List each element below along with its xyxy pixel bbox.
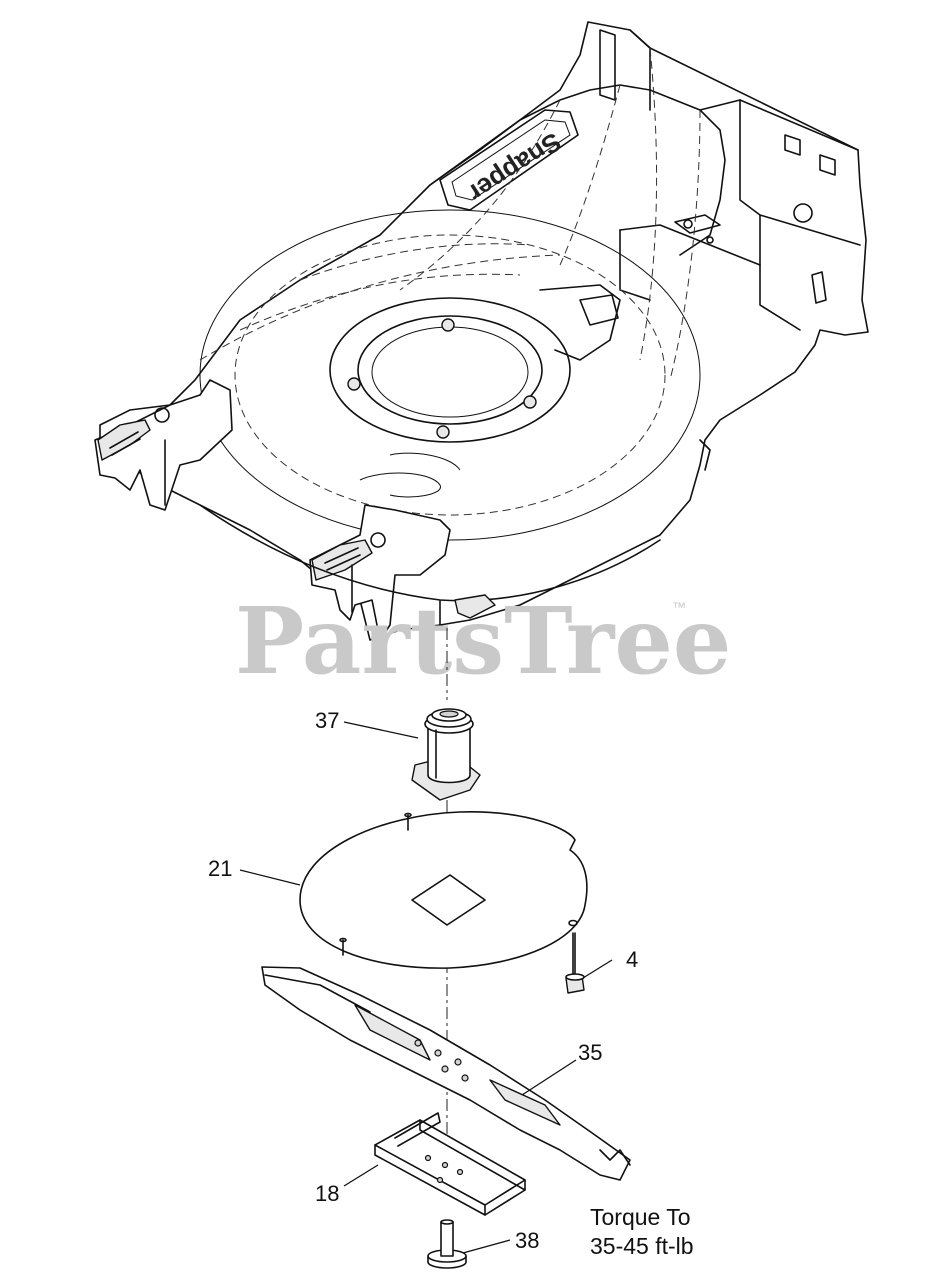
watermark-text: PartsTree [235, 587, 731, 695]
torque-note-line2: 35-45 ft-lb [590, 1233, 694, 1259]
callout-4: 4 [626, 947, 638, 972]
part-4-screw [565, 932, 585, 994]
callout-labels: 37 21 4 35 18 38 [208, 708, 638, 1253]
left-wheel-bracket [94, 379, 233, 511]
torque-note: Torque To 35-45 ft-lb [590, 1204, 694, 1259]
partstree-watermark: PartsTree ™ [235, 587, 731, 695]
mower-deck-housing: Snapper [94, 21, 869, 641]
part-18-blade-stiffener [374, 1112, 526, 1216]
cutting-chamber [199, 209, 701, 541]
callout-38: 38 [515, 1228, 539, 1253]
part-35-cutting-blade [261, 966, 631, 1181]
callout-18: 18 [315, 1181, 339, 1206]
callout-leaders [239, 721, 613, 1254]
watermark-trademark: ™ [672, 599, 686, 615]
callout-35: 35 [578, 1040, 602, 1065]
callout-21: 21 [208, 856, 232, 881]
right-wheel-bracket [309, 504, 451, 641]
part-37-blade-adapter [411, 708, 481, 801]
part-38-blade-bolt [427, 1219, 467, 1269]
torque-note-line1: Torque To [590, 1204, 691, 1230]
callout-37: 37 [315, 708, 339, 733]
part-21-disc-plate [299, 811, 588, 969]
